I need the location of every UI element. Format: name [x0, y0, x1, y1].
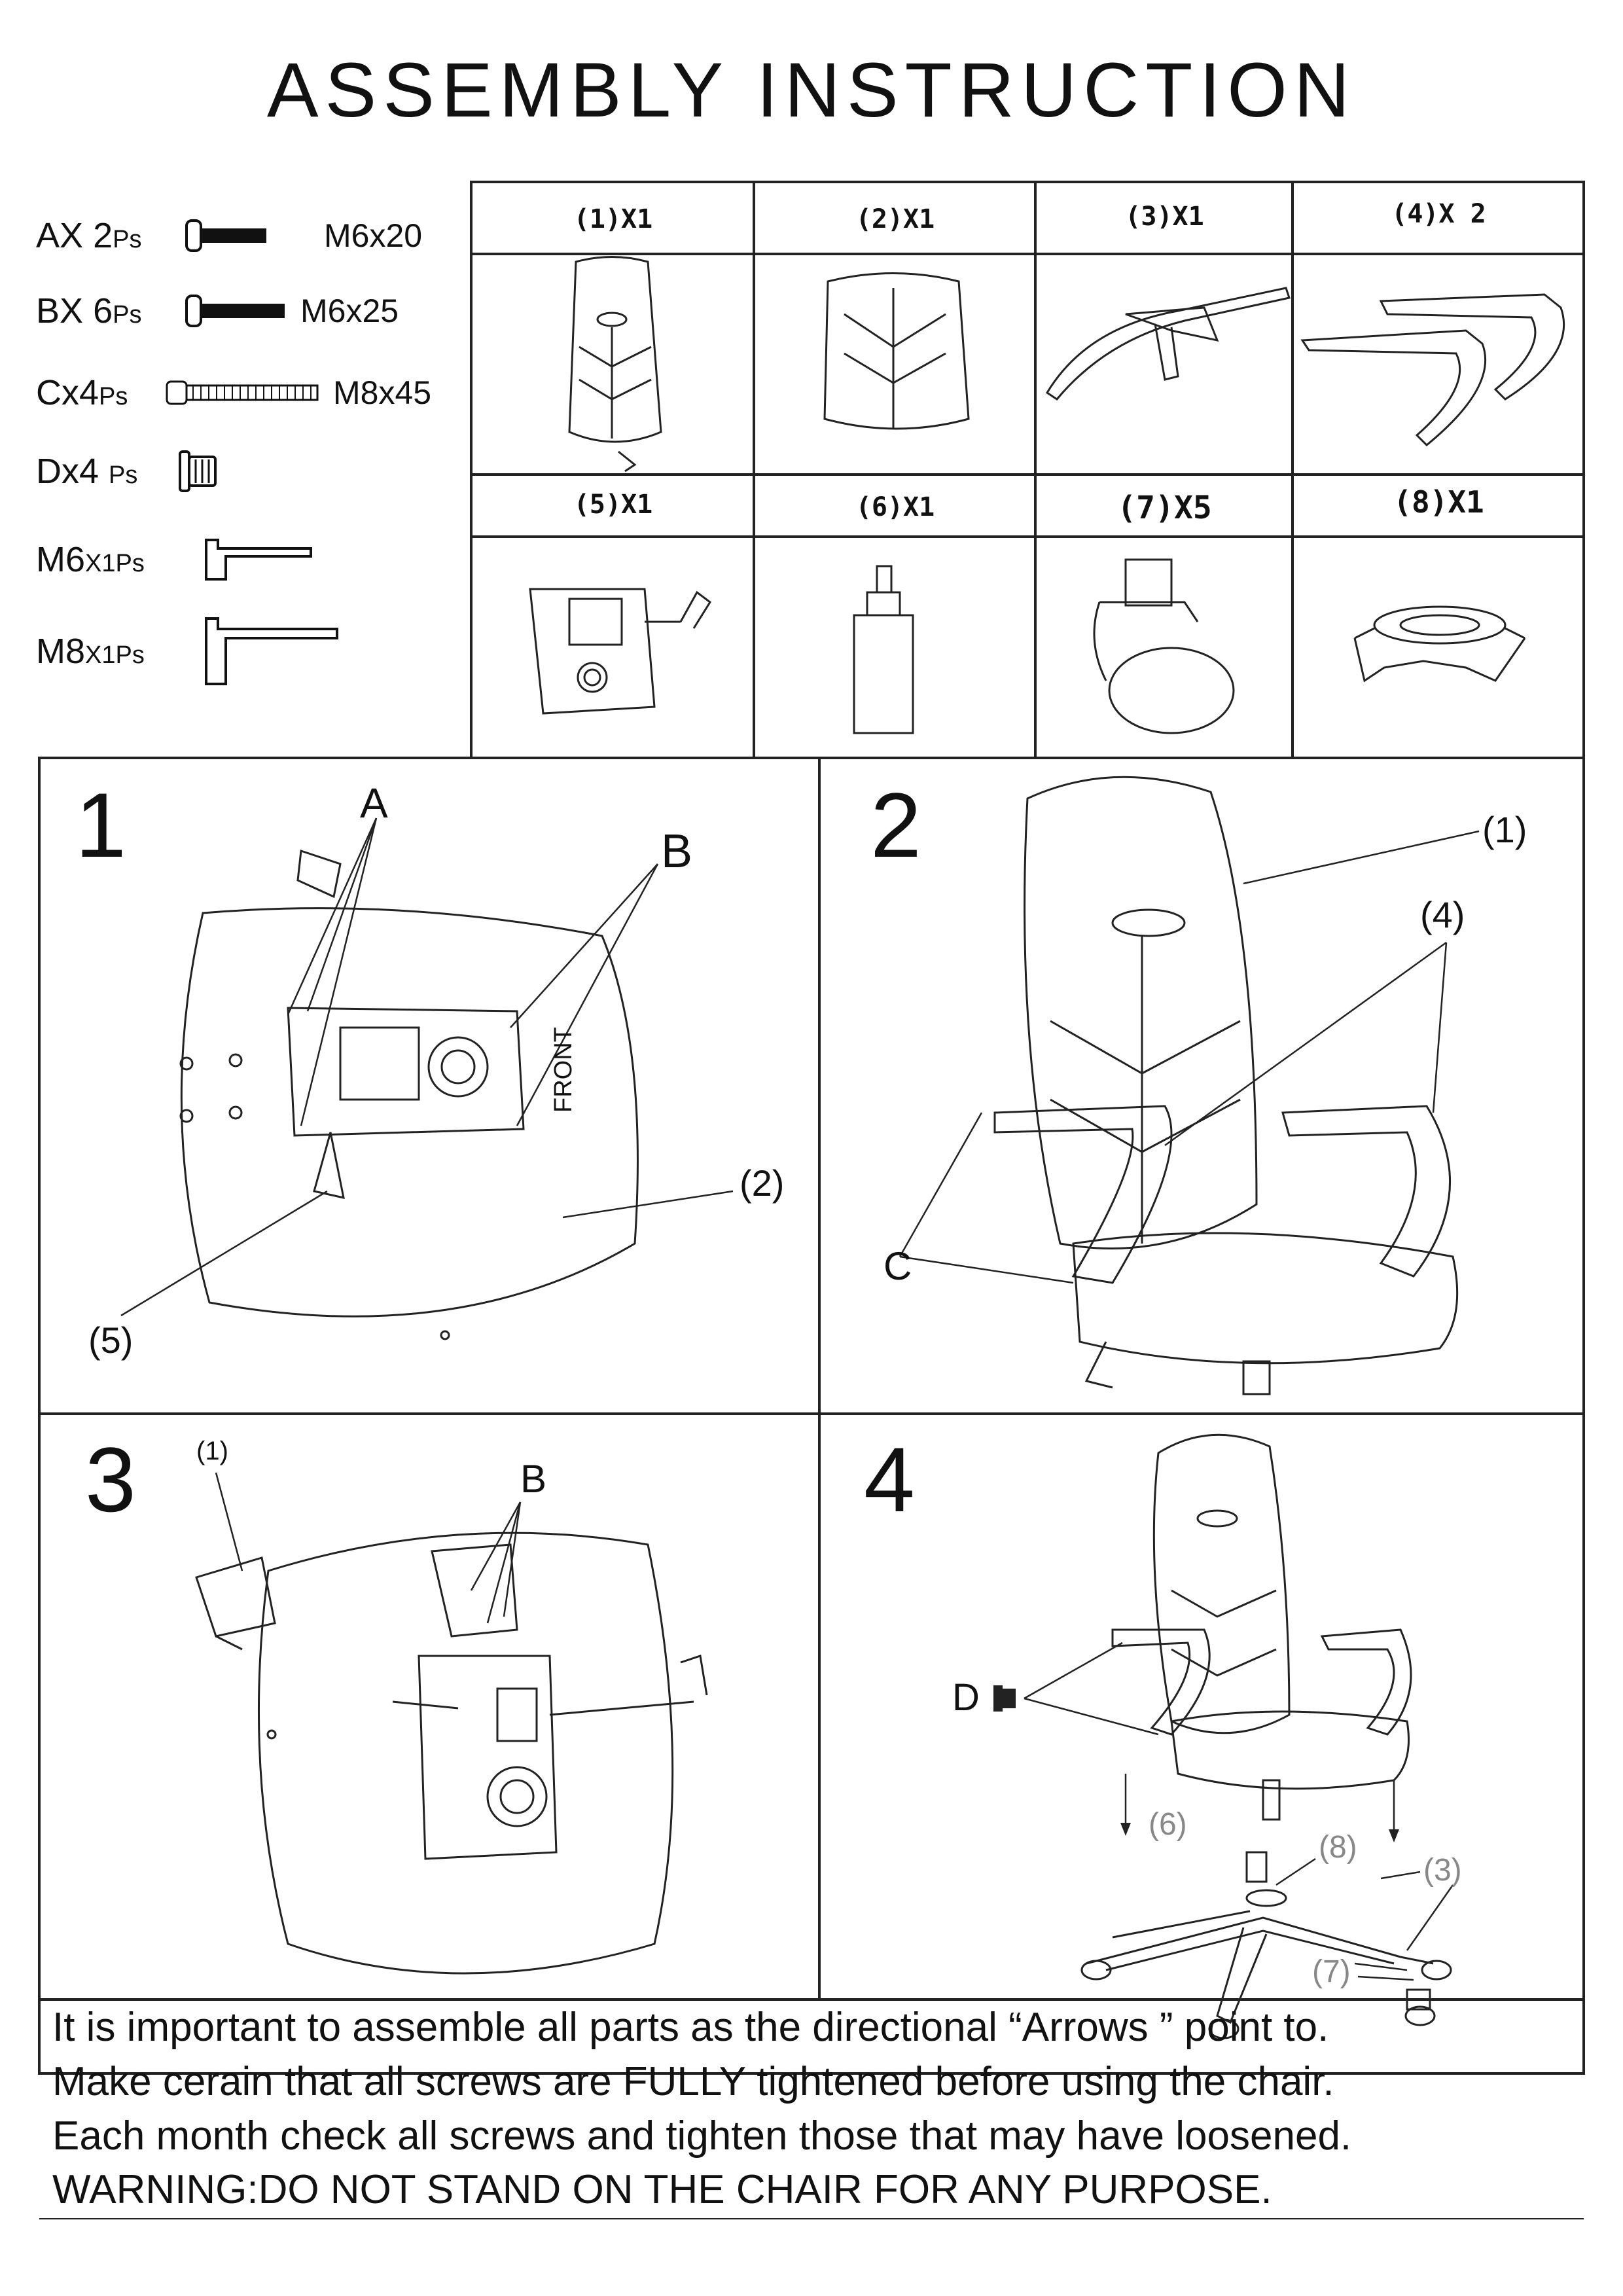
hardware-a-unit: Ps — [113, 226, 142, 253]
footer-line-1: It is important to assemble all parts as… — [52, 2005, 1329, 2050]
step-1-part-2: (2) — [740, 1162, 785, 1204]
step-3-seat-with-back-icon — [195, 1532, 708, 1975]
step-4-part-3: (3) — [1423, 1853, 1462, 1888]
part-1-label: (1)X1 — [573, 204, 653, 234]
nut-d-icon — [179, 450, 217, 492]
part-3-label: (3)X1 — [1125, 202, 1204, 232]
hardware-c-unit: Ps — [99, 383, 128, 410]
chair-base-icon — [1045, 287, 1291, 401]
step-3-number: 3 — [85, 1428, 136, 1531]
hardware-d-unit: Ps — [109, 461, 138, 489]
armrest-icon — [1300, 293, 1565, 447]
hardware-d: Dx4 Ps — [36, 445, 226, 497]
step-2-part-1: (1) — [1482, 809, 1527, 850]
footer-warning: WARNING:DO NOT STAND ON THE CHAIR FOR AN… — [52, 2167, 1272, 2212]
step-1-part-5: (5) — [88, 1319, 134, 1361]
hardware-b-letter: BX — [36, 291, 84, 331]
tilt-mechanism-icon — [529, 588, 712, 715]
hardware-m8-qty: X1 — [85, 641, 116, 669]
hardware-m6-unit: Ps — [115, 550, 145, 577]
hardware-m6-letter: M6 — [36, 540, 86, 579]
screw-b-icon — [185, 295, 285, 327]
step-1-label-b: B — [661, 825, 693, 878]
part-8-label: (8)X1 — [1393, 484, 1484, 520]
step-2-part-4: (4) — [1420, 894, 1465, 935]
step-3-part-1: (1) — [196, 1437, 228, 1465]
bolt-c-icon — [166, 380, 319, 405]
step-3-label-b: B — [520, 1457, 547, 1501]
hardware-c-letter: Cx4 — [36, 373, 99, 412]
hardware-a-size: M6x20 — [324, 217, 423, 254]
step-4-full-chair-icon — [1080, 1433, 1452, 2039]
hardware-m8-letter: M8 — [36, 632, 86, 671]
base-ring-icon — [1353, 605, 1526, 683]
step-2-label-c: C — [883, 1244, 912, 1288]
step-4-part-7: (7) — [1312, 1954, 1351, 1989]
hardware-m8-unit: Ps — [115, 641, 145, 669]
step-2-number: 2 — [870, 774, 921, 876]
hardware-b-size: M6x25 — [300, 293, 399, 329]
allen-key-m6-icon — [205, 539, 312, 581]
caster-icon — [1093, 558, 1235, 734]
hardware-m6: M6X1Ps — [36, 530, 324, 589]
part-6-label: (6)X1 — [855, 492, 935, 522]
hardware-c: Cx4Ps M8x45 — [36, 370, 431, 416]
hardware-d-letter: Dx4 — [36, 452, 99, 491]
part-7-label: (7)X5 — [1117, 490, 1212, 526]
hardware-b-qty: 6 — [93, 291, 113, 331]
gas-lift-icon — [853, 565, 914, 734]
step-1-seat-underside-icon — [179, 849, 639, 1340]
footer-line-3: Each month check all screws and tighten … — [52, 2113, 1352, 2159]
backrest-icon — [568, 256, 662, 473]
screw-a-icon — [185, 219, 266, 252]
hardware-b-unit: Ps — [113, 301, 142, 329]
step-2-office-chair-icon — [993, 776, 1459, 1395]
hardware-c-size: M8x45 — [333, 374, 432, 411]
hardware-m6-qty: X1 — [85, 550, 116, 577]
seat-icon — [823, 272, 970, 430]
part-4-label: (4)X 2 — [1391, 199, 1486, 229]
step-1-label-a: A — [360, 780, 388, 827]
hardware-a-qty: 2 — [93, 216, 113, 255]
hardware-m8: M8X1Ps — [36, 612, 350, 691]
hardware-a-letter: AX — [36, 216, 84, 255]
step-4-number: 4 — [864, 1428, 915, 1531]
hardware-a: AX 2Ps M6x20 — [36, 213, 422, 259]
step-1-number: 1 — [75, 774, 126, 876]
step-4-part-6: (6) — [1149, 1807, 1187, 1842]
hardware-b: BX 6Ps M6x25 — [36, 288, 399, 334]
footer-line-2: Make cerain that all screws are FULLY ti… — [52, 2059, 1334, 2104]
allen-key-m8-icon — [205, 617, 338, 685]
page-title: ASSEMBLY INSTRUCTION — [266, 47, 1357, 134]
step-1-front: FRONT — [550, 1027, 577, 1113]
step-4-label-d: D — [952, 1676, 980, 1719]
step-4-part-8: (8) — [1319, 1830, 1357, 1865]
part-2-label: (2)X1 — [855, 204, 935, 234]
part-5-label: (5)X1 — [573, 490, 653, 520]
